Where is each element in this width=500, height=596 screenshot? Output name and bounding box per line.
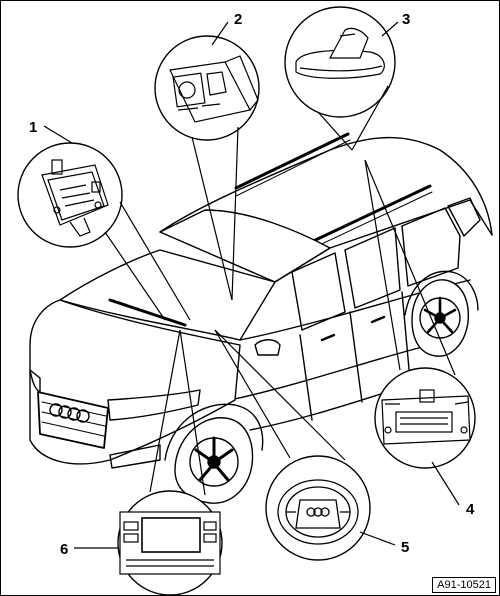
callout-2-label: 2	[234, 11, 242, 28]
callout-1-label: 1	[29, 119, 37, 136]
detail-4-rear-module	[374, 367, 476, 469]
vehicle-illustration	[29, 132, 493, 504]
leader-lines	[43, 21, 460, 549]
callout-4-label: 4	[466, 501, 475, 518]
detail-3-roof-antenna	[284, 6, 396, 118]
callout-6-label: 6	[60, 541, 68, 558]
detail-1-control-unit	[17, 142, 123, 248]
detail-6-console-display	[117, 490, 223, 596]
detail-2-switch-module	[154, 35, 260, 141]
detail-5-steering-wheel	[265, 455, 371, 561]
figure-reference-code: A91-10521	[432, 577, 496, 593]
callout-3-label: 3	[402, 11, 410, 28]
callout-5-label: 5	[401, 539, 409, 556]
